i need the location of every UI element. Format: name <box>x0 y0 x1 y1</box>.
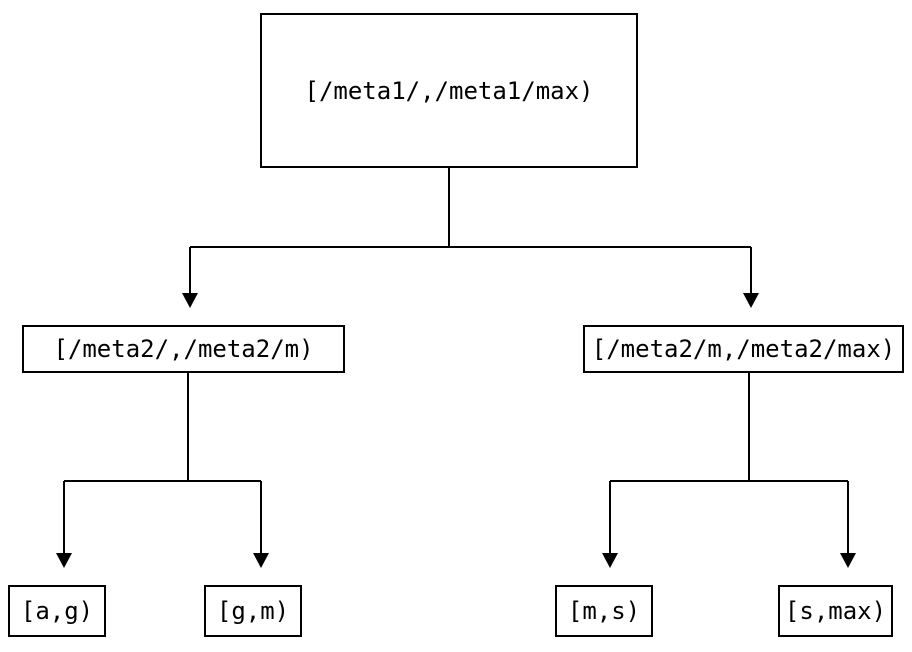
node-meta2-left: [/meta2/,/meta2/m) <box>22 325 345 373</box>
edge-left-to-leaves <box>63 373 262 553</box>
node-leaf-gm: [g,m) <box>204 585 302 637</box>
node-leaf-ms: [m,s) <box>555 585 653 637</box>
arrowhead-down-icon <box>602 553 618 568</box>
node-meta2-left-label: [/meta2/,/meta2/m) <box>53 335 314 363</box>
node-leaf-ms-label: [m,s) <box>567 597 641 625</box>
edge-right-to-leaves <box>609 373 849 553</box>
node-leaf-smax-label: [s,max) <box>784 597 887 625</box>
node-leaf-smax: [s,max) <box>778 585 893 637</box>
arrowhead-down-icon <box>56 553 72 568</box>
arrowhead-down-icon <box>182 293 198 308</box>
arrowhead-down-icon <box>840 553 856 568</box>
node-meta2-right-label: [/meta2/m,/meta2/max) <box>591 335 896 363</box>
node-root: [/meta1/,/meta1/max) <box>260 13 638 168</box>
arrowhead-down-icon <box>253 553 269 568</box>
node-leaf-ag: [a,g) <box>8 585 106 637</box>
node-root-label: [/meta1/,/meta1/max) <box>304 76 594 105</box>
arrowhead-down-icon <box>743 293 759 308</box>
edge-root-to-level2 <box>189 168 752 293</box>
node-leaf-gm-label: [g,m) <box>216 597 290 625</box>
node-meta2-right: [/meta2/m,/meta2/max) <box>583 325 904 373</box>
node-leaf-ag-label: [a,g) <box>20 597 94 625</box>
